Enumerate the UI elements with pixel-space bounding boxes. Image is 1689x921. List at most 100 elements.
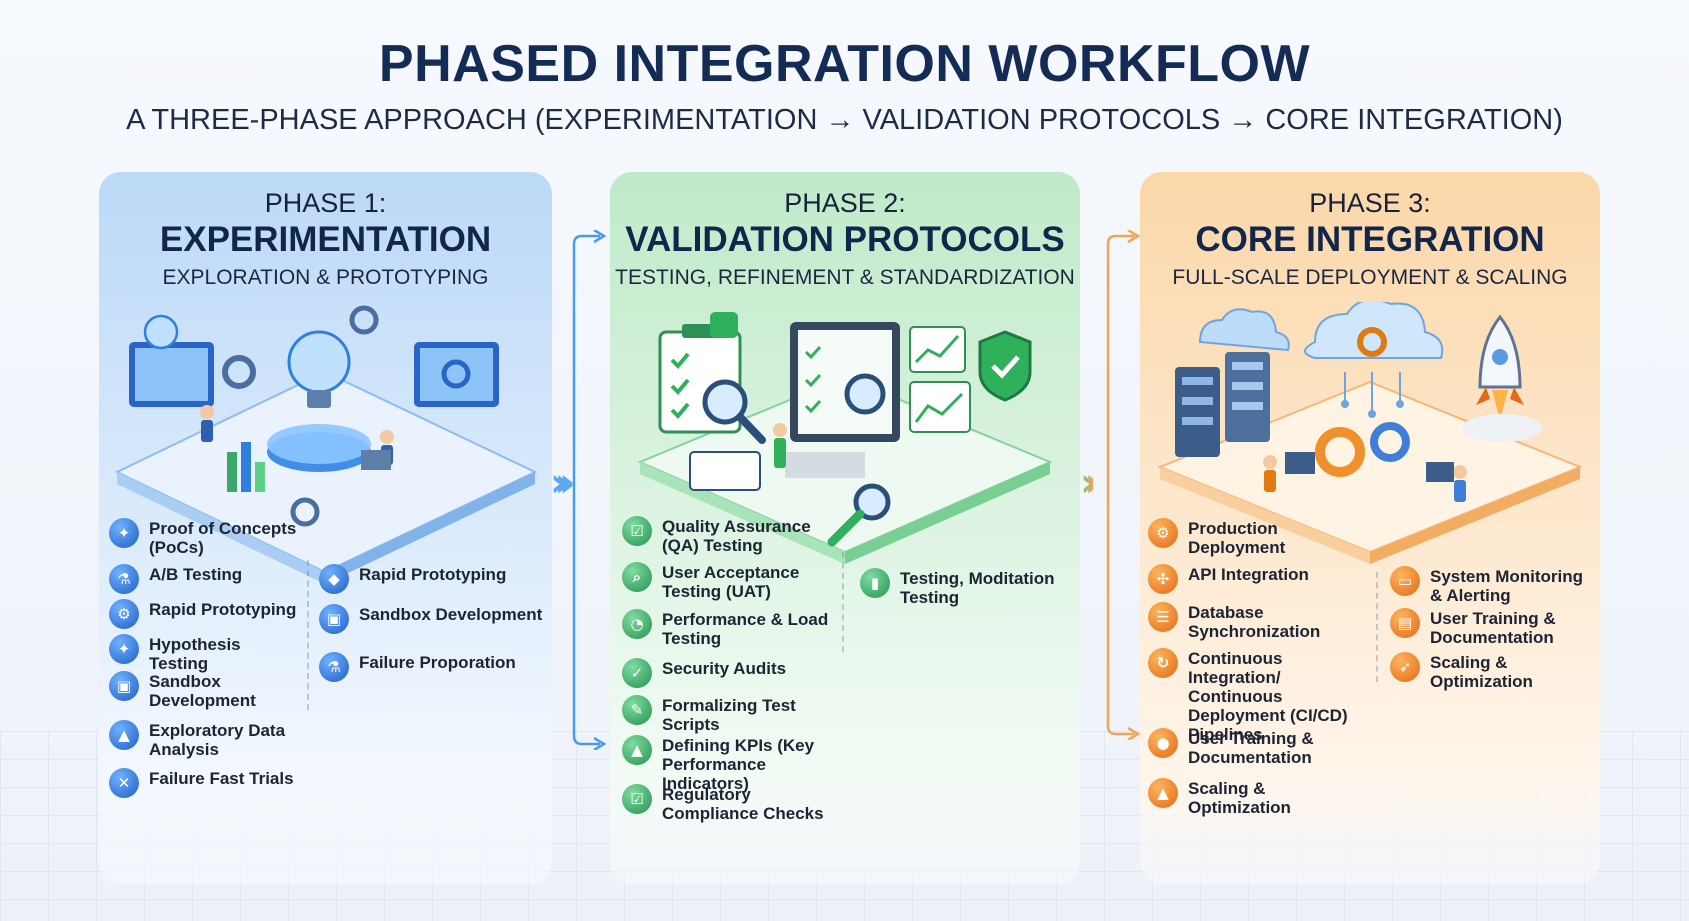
tools-icon: ✕	[109, 768, 139, 798]
phase-1-panel: PHASE 1: EXPERIMENTATION EXPLORATION & P…	[99, 172, 552, 884]
chart-icon: ▲	[1148, 778, 1178, 808]
phase-1-item-text: Failure Proporation	[359, 653, 516, 672]
phase-3-name: CORE INTEGRATION	[1195, 220, 1545, 259]
phase-1-name: EXPERIMENTATION	[159, 220, 492, 259]
phase-1-item-text: Sandbox Development	[149, 672, 256, 710]
phase-1-item: ⚗ Failure Proporation	[319, 652, 544, 682]
phase-3-item: ➶ Scaling & Optimization	[1390, 652, 1595, 691]
phase-3-item: ▲ Scaling & Optimization	[1148, 778, 1373, 817]
phase-2-subtitle: TESTING, REFINEMENT & STANDARDIZATION	[615, 266, 1075, 289]
phase-1-label: PHASE 1:	[264, 188, 387, 218]
phase-3-item: ● User Training & Documentation	[1148, 728, 1373, 767]
connector-1-2	[572, 230, 607, 750]
database-icon: ☰	[1148, 602, 1178, 632]
phase-3-panel: PHASE 3: CORE INTEGRATION FULL-SCALE DEP…	[1140, 172, 1600, 884]
phase-2-panel: PHASE 2: VALIDATION PROTOCOLS TESTING, R…	[610, 172, 1080, 884]
chevron-arrow-1-2: ›››	[550, 460, 576, 506]
script-icon: ✎	[622, 695, 652, 725]
phase-1-item: ⚙ Rapid Prototyping	[109, 599, 299, 629]
phase-2-item-text: User Acceptance Testing (UAT)	[662, 563, 800, 601]
prototype-icon: ◆	[319, 564, 349, 594]
chevron-arrow-2-3: ›››	[1080, 460, 1106, 506]
phase-1-item-text: Exploratory Data Analysis	[149, 721, 286, 759]
phase-1-item: ⚗ A/B Testing	[109, 564, 299, 594]
book-icon: ▤	[1390, 608, 1420, 638]
gauge-icon: ◔	[622, 609, 652, 639]
phase-1-item-text: Failure Fast Trials	[149, 769, 294, 788]
phase-3-item-text: System Monitoring & Alerting	[1430, 567, 1584, 605]
phase-3-label: PHASE 3:	[1309, 188, 1431, 218]
phase-2-item-text: Security Audits	[662, 659, 787, 678]
phase-2-divider	[842, 552, 844, 652]
bars-icon: ▮	[860, 568, 890, 598]
phase-1-item: ◆ Rapid Prototyping	[319, 564, 544, 594]
lightbulb-icon: ✦	[109, 634, 139, 664]
phase-3-item-text: User Training & Documentation	[1188, 729, 1314, 767]
phase-1-item: ▲ Exploratory Data Analysis	[109, 720, 299, 759]
lightbulb-icon: ✦	[109, 518, 139, 548]
core-integration-illustration	[1157, 302, 1583, 564]
phase-1-item: ✦ Hypothesis Testing	[109, 634, 299, 673]
phase-1-item: ▣ Sandbox Development	[319, 604, 544, 634]
flask-icon: ⚗	[109, 564, 139, 594]
phase-2-item-text: Testing, Moditation Testing	[900, 569, 1055, 607]
phase-2-item: ☑ Quality Assurance (QA) Testing	[622, 516, 837, 555]
connector-2-3	[1106, 230, 1141, 740]
phase-1-item-text: Rapid Prototyping	[359, 565, 507, 584]
phase-1-item-text: Rapid Prototyping	[149, 600, 297, 619]
phase-2-item-text: Regulatory Compliance Checks	[662, 785, 824, 823]
phase-2-item: ▲ Defining KPIs (Key Performance Indicat…	[622, 735, 837, 793]
phase-1-item: ✦ Proof of Concepts (PoCs)	[109, 518, 299, 557]
phase-3-item-text: Scaling & Optimization	[1188, 779, 1291, 817]
phase-2-item: ☑ Regulatory Compliance Checks	[622, 784, 837, 823]
phase-3-item-text: Continuous Integration/ Continuous Deplo…	[1188, 649, 1348, 744]
phase-2-item-text: Performance & Load Testing	[662, 610, 829, 648]
phase-3-item: ☰ Database Synchronization	[1148, 602, 1373, 641]
validation-illustration	[637, 312, 1053, 564]
chart-icon: ▲	[622, 735, 652, 765]
phase-3-item-text: API Integration	[1188, 565, 1309, 584]
phase-1-subtitle: EXPLORATION & PROTOTYPING	[162, 266, 489, 289]
phase-3-subtitle: FULL-SCALE DEPLOYMENT & SCALING	[1172, 266, 1568, 289]
phase-2-item: ▮ Testing, Moditation Testing	[860, 568, 1075, 607]
phase-1-divider	[307, 560, 309, 710]
phase-3-item: ✣ API Integration	[1148, 564, 1373, 594]
phase-3-item: ▭ System Monitoring & Alerting	[1390, 566, 1595, 605]
sandbox-icon: ▣	[109, 671, 139, 701]
user-icon: ●	[1148, 728, 1178, 758]
monitor-icon: ▭	[1390, 566, 1420, 596]
sandbox-icon: ▣	[319, 604, 349, 634]
rocket-icon: ➶	[1390, 652, 1420, 682]
phase-3-divider	[1376, 572, 1378, 682]
page-title: PHASED INTEGRATION WORKFLOW	[378, 35, 1311, 93]
phase-1-item-text: Hypothesis Testing	[149, 635, 241, 673]
phase-2-item-text: Defining KPIs (Key Performance Indicator…	[662, 736, 815, 793]
phase-2-item: ◔ Performance & Load Testing	[622, 609, 837, 648]
phase-3-item-text: User Training & Documentation	[1430, 609, 1556, 647]
magnifier-icon: ⌕	[622, 562, 652, 592]
phase-2-item: ⌕ User Acceptance Testing (UAT)	[622, 562, 837, 601]
phase-3-item-text: Production Deployment	[1188, 519, 1286, 557]
cicd-icon: ↻	[1148, 648, 1178, 678]
phase-2-item: ✓ Security Audits	[622, 658, 837, 688]
shield-icon: ✓	[622, 658, 652, 688]
phase-3-item: ⚙ Production Deployment	[1148, 518, 1373, 557]
gear-icon: ⚙	[1148, 518, 1178, 548]
phase-1-item-text: A/B Testing	[149, 565, 243, 584]
phase-1-item-text: Proof of Concepts (PoCs)	[149, 519, 297, 557]
experimentation-illustration	[114, 305, 538, 582]
page-subtitle: A THREE-PHASE APPROACH (EXPERIMENTATION …	[126, 104, 1563, 136]
phase-3-item: ▤ User Training & Documentation	[1390, 608, 1595, 647]
phase-2-label: PHASE 2:	[784, 188, 906, 218]
chart-icon: ▲	[109, 720, 139, 750]
phase-2-name: VALIDATION PROTOCOLS	[625, 220, 1065, 259]
clipboard-icon: ☑	[622, 516, 652, 546]
phase-2-item-text: Formalizing Test Scripts	[662, 696, 796, 734]
phase-3-item-text: Database Synchronization	[1188, 603, 1321, 641]
phase-1-item: ✕ Failure Fast Trials	[109, 768, 299, 798]
phase-2-item-text: Quality Assurance (QA) Testing	[662, 517, 811, 555]
phase-1-item-text: Sandbox Development	[359, 605, 543, 624]
phase-1-item: ▣ Sandbox Development	[109, 671, 299, 710]
phase-3-item: ↻ Continuous Integration/ Continuous Dep…	[1148, 648, 1373, 744]
api-icon: ✣	[1148, 564, 1178, 594]
